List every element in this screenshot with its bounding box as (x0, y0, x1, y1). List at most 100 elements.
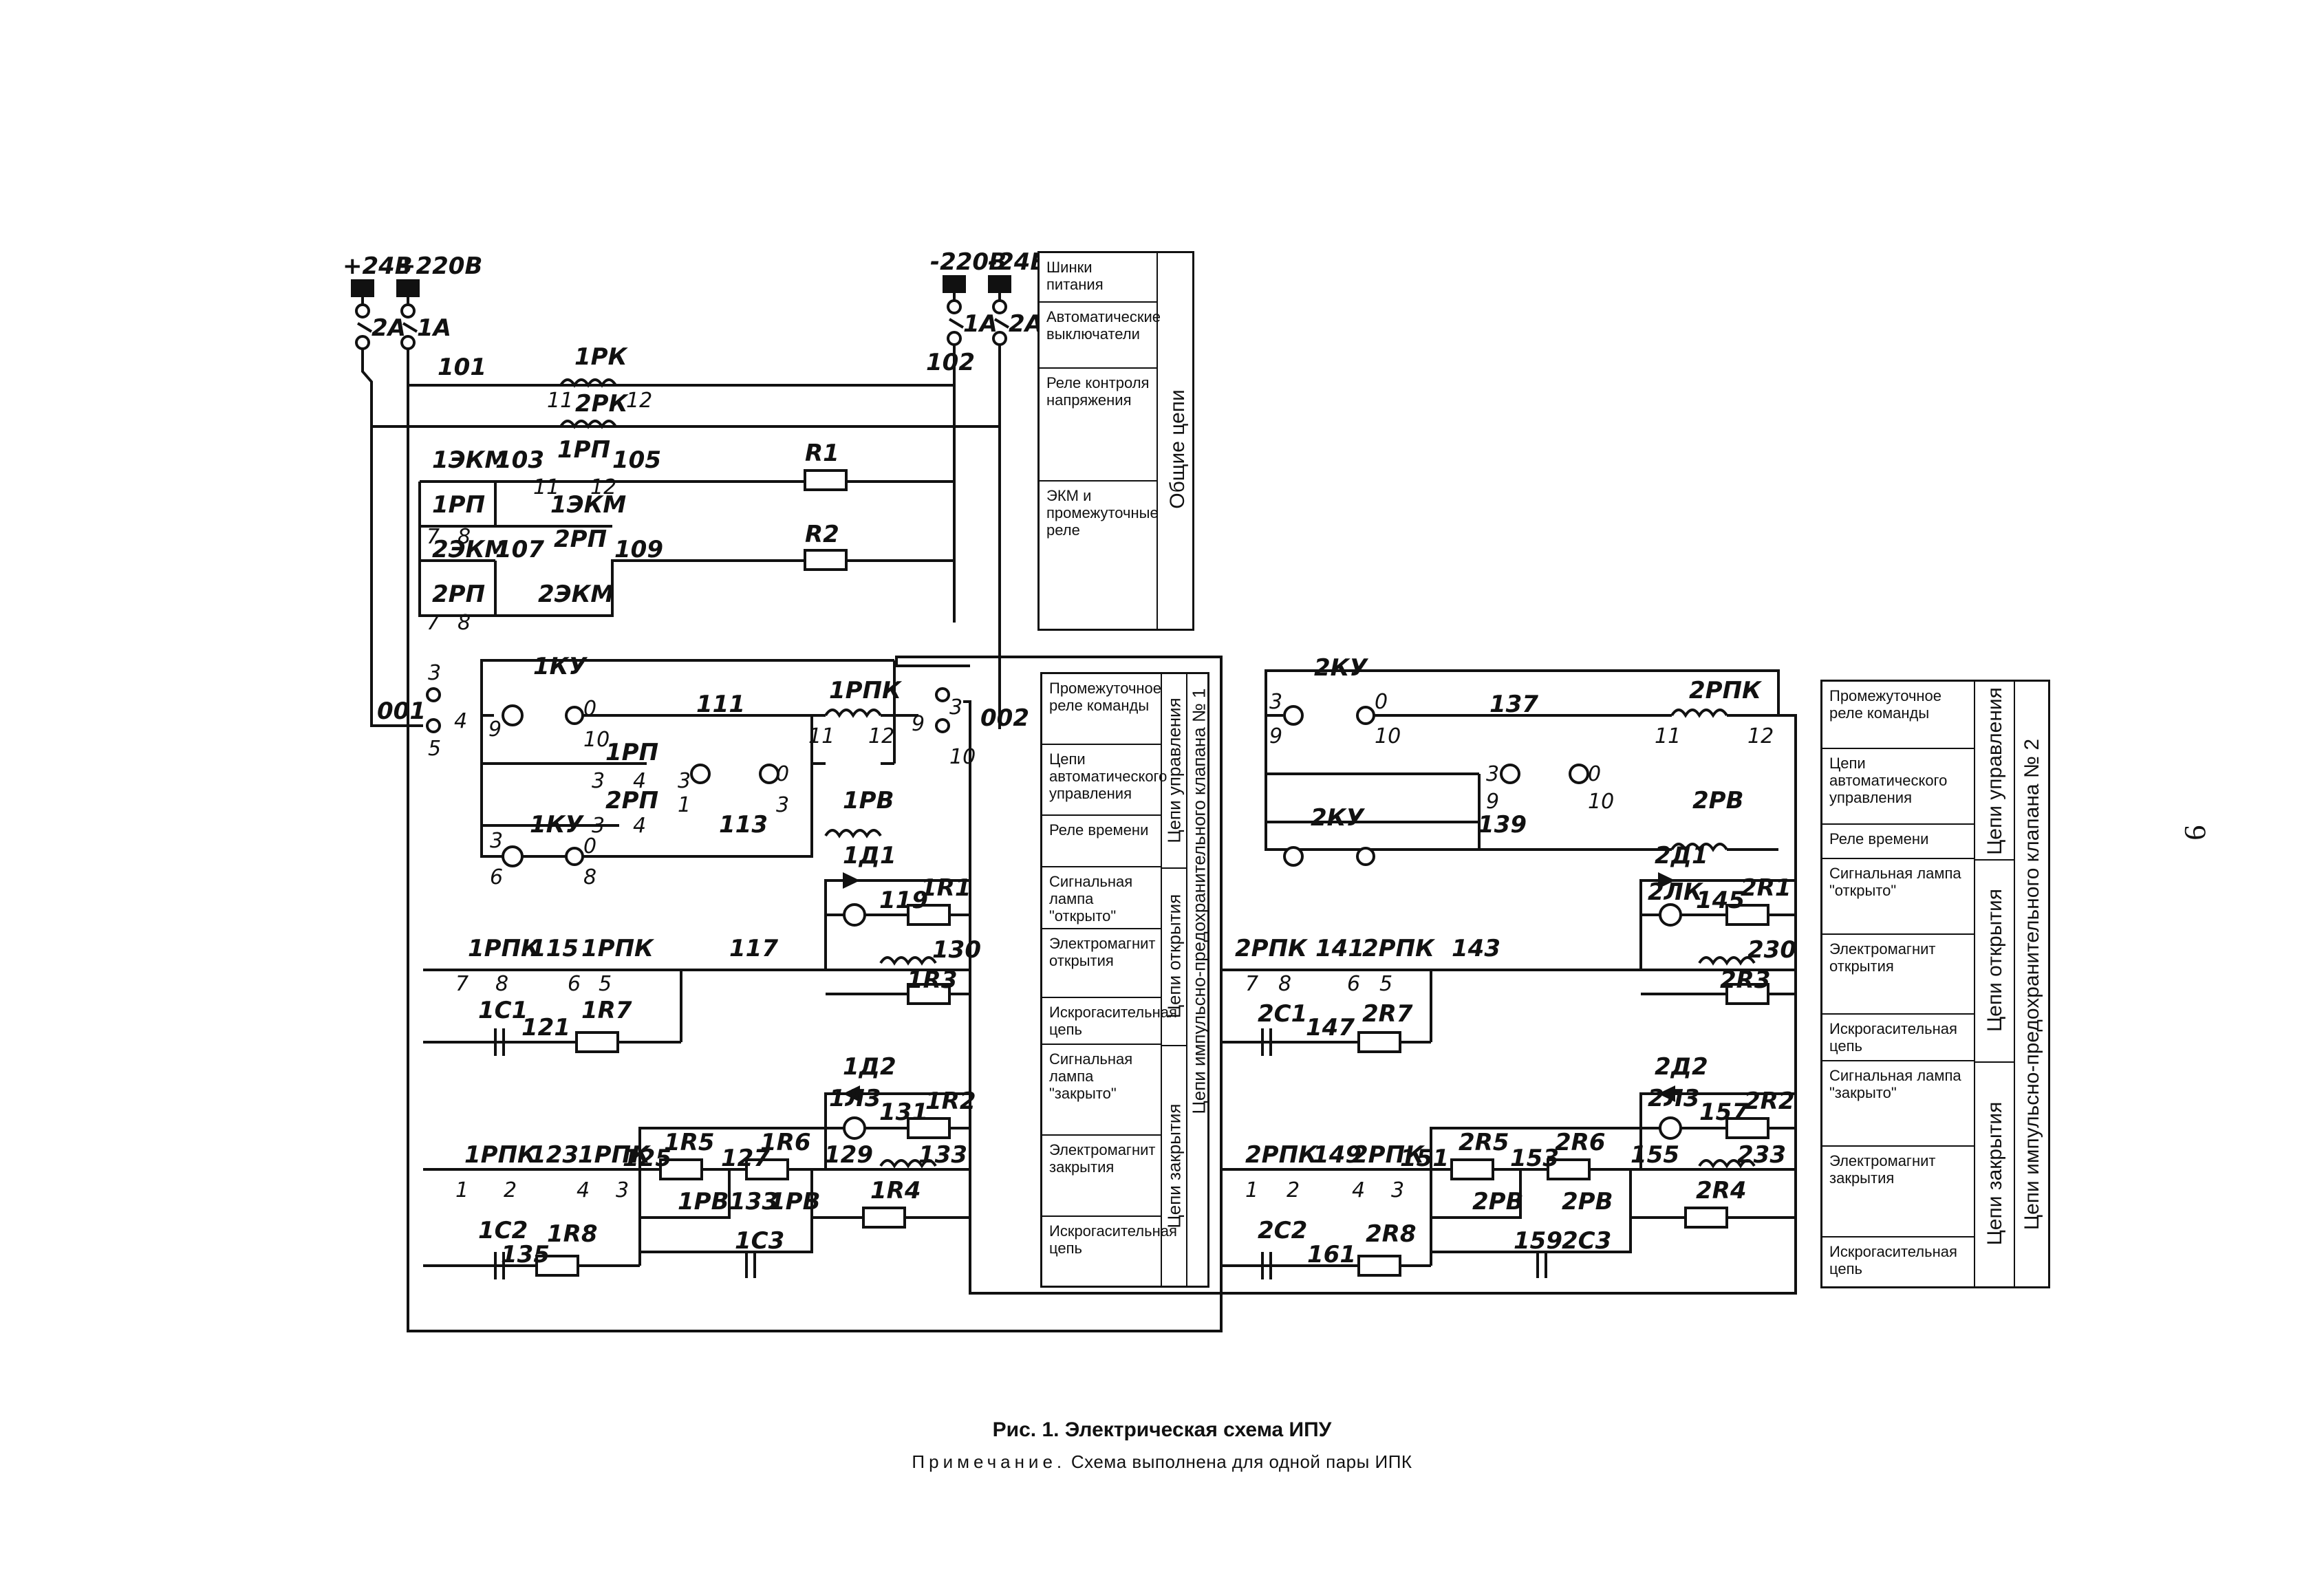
node-135: 135 (501, 1241, 550, 1268)
legend-v2-row-open-magnet: Электромагнит открытия (1822, 935, 1974, 1015)
ekm1-contact-label: 1ЭКМ (550, 491, 626, 519)
legend-valve-2: Промежуточное реле команды Цепи автомати… (1820, 680, 2050, 1288)
term-12c: 12 (868, 724, 894, 748)
term-8b: 8 (458, 611, 471, 635)
figure-caption-note: Примечание. Схема выполнена для одной па… (0, 1451, 2324, 1473)
valve2-resistors (1357, 904, 1769, 1277)
node-117: 117 (729, 935, 778, 962)
term-3k: 3 (1391, 1178, 1404, 1202)
term-1b: 1 (455, 1178, 469, 1202)
node-145: 145 (1696, 887, 1745, 914)
legend-common-group-label: Общие цепи (1166, 389, 1189, 509)
ekm-wires (418, 480, 954, 617)
term-5: 5 (428, 737, 441, 761)
legend-row-ekm: ЭКМ и промежуточные реле (1040, 480, 1159, 618)
contact-2rv-a-label: 2РВ (1472, 1188, 1524, 1215)
node-127: 127 (721, 1145, 770, 1172)
legend-v1-row-spark-open: Искрогасительная цепь (1042, 998, 1177, 1045)
contact-1rp-label: 1РП (432, 491, 485, 519)
node-133: 133 (918, 1141, 967, 1169)
term-3f: 3 (776, 793, 789, 817)
legend-v2-groups-col: Цепи управления Цепи открытия Цепи закры… (1974, 682, 2014, 1286)
legend-v1-row-open-magnet: Электромагнит открытия (1042, 929, 1161, 998)
term-10: 10 (583, 728, 610, 752)
resistor-1r7-label: 1R7 (581, 997, 632, 1024)
term-3d: 3 (592, 814, 605, 838)
node-155: 155 (1631, 1141, 1679, 1169)
node-113: 113 (719, 811, 768, 839)
legend-valve-1: Промежуточное реле команды Цепи автомати… (1040, 672, 1209, 1288)
relay-2rv-label: 2РВ (1692, 787, 1744, 814)
legend-row-voltage-relay: Реле контроля напряжения (1046, 374, 1150, 409)
term-11d: 11 (1655, 724, 1681, 748)
page-number: 9 (2178, 825, 2213, 841)
node-157: 157 (1699, 1099, 1748, 1126)
valve1-close-elements (535, 1117, 951, 1277)
legend-v2-title: Цепи импульсно-предохранительного клапан… (2021, 738, 2043, 1231)
resistor-1r1-label: 1R1 (921, 874, 971, 902)
term-3j: 3 (1486, 762, 1499, 786)
node-129: 129 (824, 1141, 873, 1169)
note-lead: Примечание. (912, 1451, 1066, 1472)
node-119: 119 (879, 887, 928, 914)
switch-1ku-lower-label: 1КУ (530, 811, 584, 839)
node-001: 001 (377, 698, 426, 725)
node-111: 111 (696, 691, 745, 718)
term-3g: 3 (490, 829, 503, 853)
contact-1rpk-b-label: 1РПК (581, 935, 655, 962)
node-123: 123 (530, 1141, 579, 1169)
contact-2rp-label: 2РП (432, 581, 485, 608)
diode-1d1-label: 1Д1 (843, 842, 896, 869)
term-9: 9 (488, 717, 502, 742)
resistor-2r4-label: 2R4 (1696, 1177, 1747, 1204)
term-7b: 7 (427, 611, 440, 635)
node-103: 103 (495, 446, 544, 474)
legend-v2-row-timer: Реле времени (1822, 825, 1974, 859)
resistor-1r5-label: 1R5 (664, 1129, 715, 1156)
term-2b: 2 (1287, 1178, 1300, 1202)
term-3i: 3 (1269, 690, 1282, 714)
term-4f: 4 (1352, 1178, 1365, 1202)
node-233: 233 (1737, 1141, 1786, 1169)
term-0: 0 (583, 697, 596, 721)
term-3h: 3 (616, 1178, 629, 1202)
resistor-1r3-label: 1R3 (907, 966, 958, 994)
node-141: 141 (1315, 935, 1364, 962)
contact-2rpk-c-label: 2РПК (1245, 1141, 1319, 1169)
term-8d: 8 (495, 972, 508, 996)
bus-wires (361, 345, 1797, 1332)
resistor-1r4-label: 1R4 (870, 1177, 921, 1204)
legend-common-circuits: Шинки питания Автоматические выключатели… (1037, 251, 1194, 631)
diode-2d1-label: 2Д1 (1655, 842, 1708, 869)
legend-v2-group-open: Цепи открытия (1983, 888, 2006, 1033)
term-0d: 0 (1375, 690, 1388, 714)
valve1-open-elements (575, 904, 951, 1053)
legend-v2-row-command-relay: Промежуточное реле команды (1822, 682, 1974, 749)
capacitor-2c3-label: 2С3 (1562, 1227, 1611, 1255)
term-7c: 7 (455, 972, 469, 996)
legend-v1-row-command-relay: Промежуточное реле команды (1042, 674, 1161, 745)
contact-2rp-auto-label: 2РП (605, 787, 658, 814)
term-10b: 10 (949, 745, 976, 769)
contact-2rpk-d-label: 2РПК (1352, 1141, 1425, 1169)
term-3e: 3 (678, 769, 691, 793)
legend-v2-title-col: Цепи импульсно-предохранительного клапан… (2014, 682, 2048, 1286)
legend-v1-row-close-lamp: Сигнальная лампа "закрыто" (1042, 1045, 1161, 1136)
node-159: 159 (1514, 1227, 1562, 1255)
contact-2rpk-b-label: 2РПК (1362, 935, 1436, 962)
term-0e: 0 (1588, 762, 1601, 786)
legend-v1-group-open: Цепи открытия (1163, 894, 1185, 1019)
contact-1rp-auto-label: 1РП (605, 739, 658, 766)
node-125: 125 (623, 1145, 671, 1172)
term-5b: 5 (599, 972, 612, 996)
node-107: 107 (495, 536, 544, 563)
legend-v2-row-spark-open: Искрогасительная цепь (1822, 1015, 1974, 1061)
node-230: 230 (1747, 936, 1796, 964)
valve1-control-wires (480, 659, 918, 858)
capacitor-1c2-label: 1С2 (478, 1217, 528, 1244)
term-10d: 10 (1588, 790, 1614, 814)
legend-v2-row-close-magnet: Электромагнит закрытия (1822, 1147, 1974, 1237)
valve1-open-symbols (494, 872, 937, 1056)
node-151: 151 (1400, 1145, 1449, 1172)
ekm2-label: 2ЭКМ (432, 536, 508, 563)
